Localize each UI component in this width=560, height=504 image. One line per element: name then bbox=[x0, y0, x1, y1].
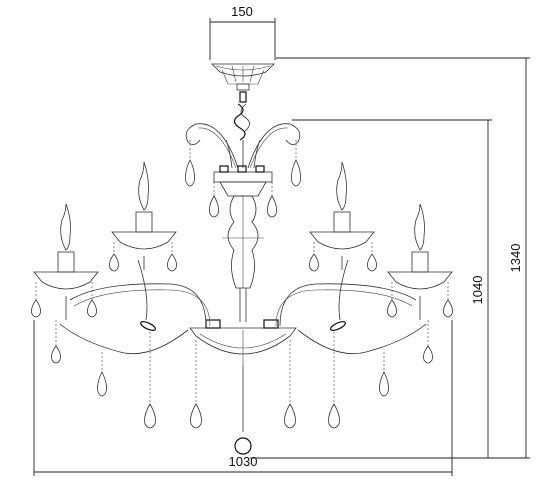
bottom-crystal-ball bbox=[234, 437, 252, 455]
dimension-top-width: 150 bbox=[209, 4, 276, 60]
upper-scroll-arms bbox=[185, 123, 301, 169]
candle-arm-inner-left bbox=[111, 161, 177, 270]
candle-flame bbox=[60, 203, 71, 251]
dimension-total-width: 1030 bbox=[33, 320, 453, 476]
candle-arm-far-left bbox=[33, 203, 99, 320]
dimension-label-total-height: 1340 bbox=[508, 244, 523, 273]
dimension-label-body-height: 1040 bbox=[470, 276, 485, 305]
lower-arms bbox=[59, 259, 427, 355]
suspension-chain bbox=[233, 91, 250, 168]
crystal-drops bbox=[31, 159, 453, 429]
dimension-label-top-width: 150 bbox=[231, 4, 253, 19]
dimension-total-height: 1340 bbox=[250, 57, 530, 459]
dimension-label-total-width: 1030 bbox=[229, 454, 258, 469]
candle-arm-inner-right bbox=[309, 161, 375, 270]
central-bowl bbox=[189, 319, 297, 455]
candle-flame bbox=[138, 161, 149, 211]
candle-flame bbox=[414, 203, 425, 251]
candle-flame bbox=[336, 161, 347, 211]
candle-arm-far-right bbox=[387, 203, 453, 320]
crystal-strings bbox=[35, 140, 449, 404]
dimension-body-height: 1040 bbox=[292, 119, 492, 458]
ceiling-canopy bbox=[211, 63, 275, 91]
central-column bbox=[213, 165, 273, 322]
